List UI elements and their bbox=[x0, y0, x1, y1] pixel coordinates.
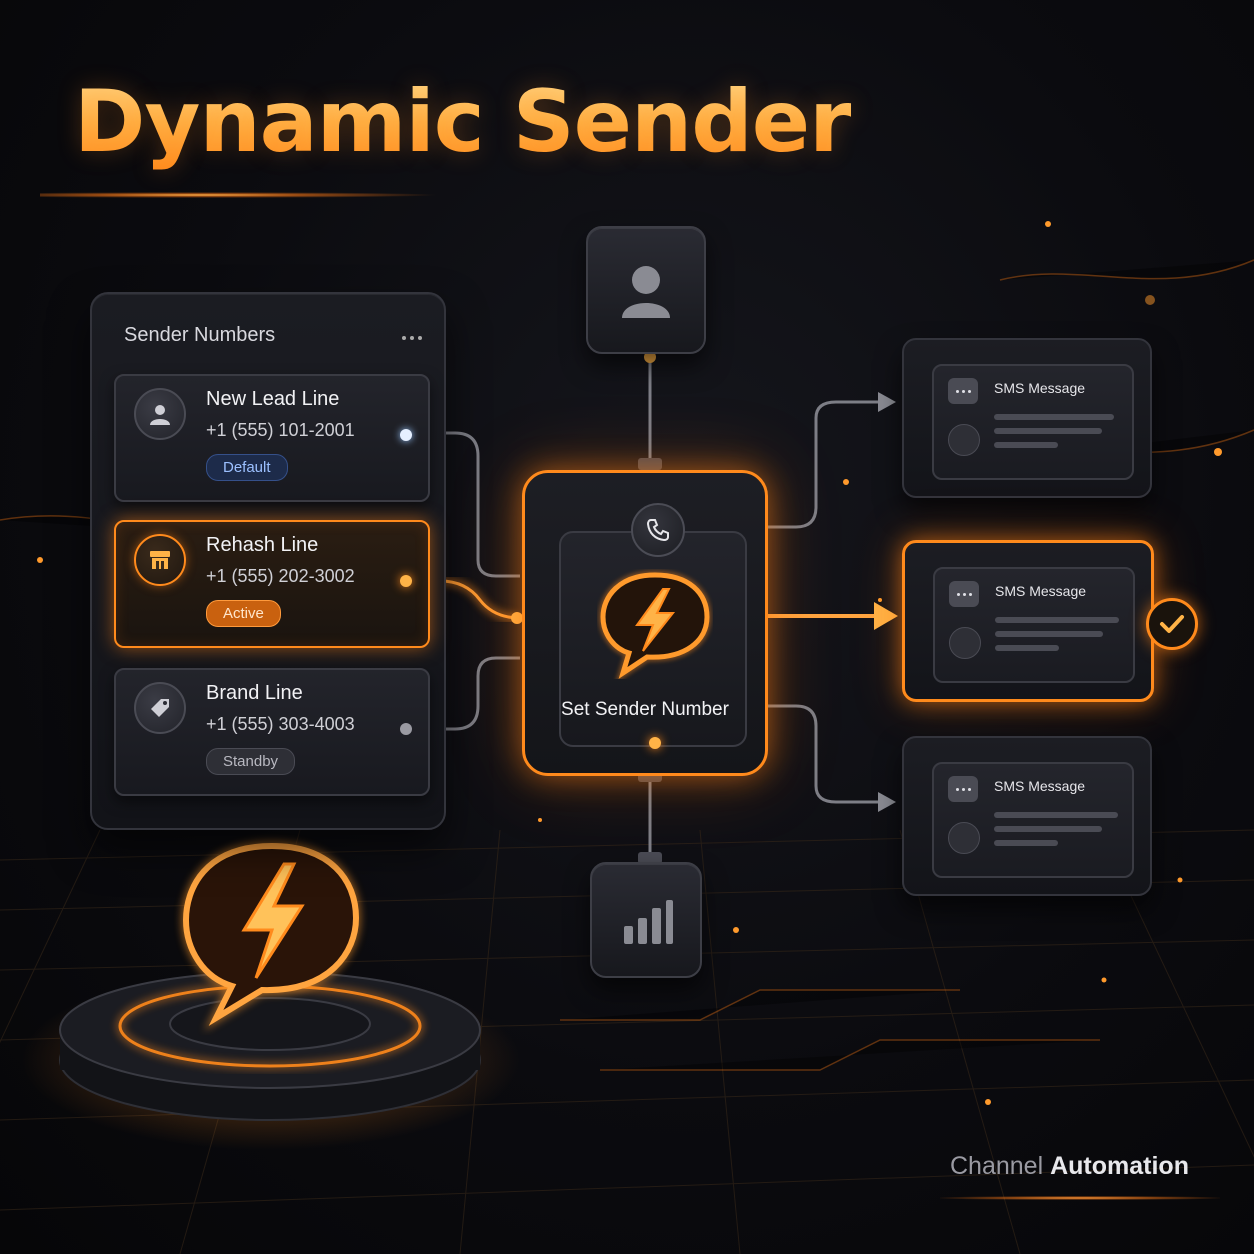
connector-port[interactable] bbox=[400, 723, 412, 735]
lightning-chat-icon bbox=[598, 570, 712, 679]
brand-label: Channel Automation bbox=[950, 1152, 1189, 1181]
node-label: Set Sender Number bbox=[561, 699, 729, 720]
sms-preview: SMS Message bbox=[932, 762, 1134, 878]
connector-port[interactable] bbox=[400, 429, 412, 441]
chat-bubble-icon bbox=[948, 776, 978, 802]
text-line bbox=[994, 840, 1058, 846]
sender-card-new-lead[interactable]: New Lead Line +1 (555) 101-2001 Default bbox=[114, 374, 430, 502]
sender-card-brand[interactable]: Brand Line +1 (555) 303-4003 Standby bbox=[114, 668, 430, 796]
sender-name: Rehash Line bbox=[206, 534, 319, 556]
more-horizontal-icon[interactable] bbox=[402, 336, 422, 340]
brand-underline bbox=[940, 1196, 1220, 1200]
chat-bubble-icon bbox=[949, 581, 979, 607]
title-underline bbox=[40, 192, 440, 198]
particles bbox=[37, 221, 1222, 1105]
lightning-chat-icon bbox=[180, 840, 362, 1032]
sender-card-rehash[interactable]: Rehash Line +1 (555) 202-3002 Active bbox=[114, 520, 430, 648]
sms-preview: SMS Message bbox=[932, 364, 1134, 480]
connector-tab-top bbox=[638, 458, 662, 470]
sender-number: +1 (555) 101-2001 bbox=[206, 420, 355, 440]
sms-message-card[interactable]: SMS Message bbox=[902, 736, 1152, 896]
tag-icon bbox=[134, 682, 186, 734]
connector-port[interactable] bbox=[649, 737, 661, 749]
set-sender-number-node[interactable]: Set Sender Number bbox=[522, 470, 768, 776]
contact-node[interactable] bbox=[586, 226, 706, 354]
status-badge: Standby bbox=[206, 748, 296, 775]
text-line bbox=[994, 442, 1058, 448]
avatar bbox=[949, 627, 981, 659]
page-title: Dynamic Sender bbox=[74, 72, 852, 172]
panel-title: Sender Numbers bbox=[124, 324, 276, 346]
avatar bbox=[948, 822, 980, 854]
status-badge: Active bbox=[206, 600, 281, 627]
junction-dot-left bbox=[511, 612, 523, 624]
analytics-node[interactable] bbox=[590, 862, 702, 978]
connector-port[interactable] bbox=[400, 575, 412, 587]
text-line bbox=[994, 414, 1114, 420]
sender-number: +1 (555) 303-4003 bbox=[206, 714, 355, 734]
status-badge: Default bbox=[206, 454, 288, 481]
user-icon bbox=[134, 388, 186, 440]
sender-name: Brand Line bbox=[206, 682, 303, 704]
arrowhead-top bbox=[878, 392, 896, 412]
arrowhead-active bbox=[874, 602, 898, 630]
text-line bbox=[995, 631, 1103, 637]
avatar bbox=[948, 424, 980, 456]
sms-message-card-active[interactable]: SMS Message bbox=[902, 540, 1154, 702]
sms-title: SMS Message bbox=[994, 380, 1086, 396]
junction-dot-top bbox=[644, 351, 656, 363]
sender-number: +1 (555) 202-3002 bbox=[206, 566, 355, 586]
store-icon bbox=[134, 534, 186, 586]
sms-title: SMS Message bbox=[994, 778, 1086, 794]
connector-tab-chart bbox=[638, 852, 662, 864]
phone-icon bbox=[631, 503, 685, 557]
sender-numbers-panel: Sender Numbers New Lead Line +1 (555) 10… bbox=[90, 292, 446, 830]
user-icon bbox=[622, 266, 670, 318]
sms-preview: SMS Message bbox=[933, 567, 1135, 683]
text-line bbox=[994, 826, 1102, 832]
check-icon bbox=[1146, 598, 1198, 650]
text-line bbox=[994, 428, 1102, 434]
chat-bubble-icon bbox=[948, 378, 978, 404]
arrowhead-bottom bbox=[878, 792, 896, 812]
text-line bbox=[994, 812, 1118, 818]
brand-light: Channel bbox=[950, 1152, 1044, 1180]
sms-message-card[interactable]: SMS Message bbox=[902, 338, 1152, 498]
text-line bbox=[995, 617, 1119, 623]
brand-bold: Automation bbox=[1050, 1152, 1189, 1180]
sender-name: New Lead Line bbox=[206, 388, 340, 410]
sms-title: SMS Message bbox=[995, 583, 1087, 599]
podium bbox=[20, 970, 520, 1150]
text-line bbox=[995, 645, 1059, 651]
bar-chart-icon bbox=[624, 900, 673, 944]
